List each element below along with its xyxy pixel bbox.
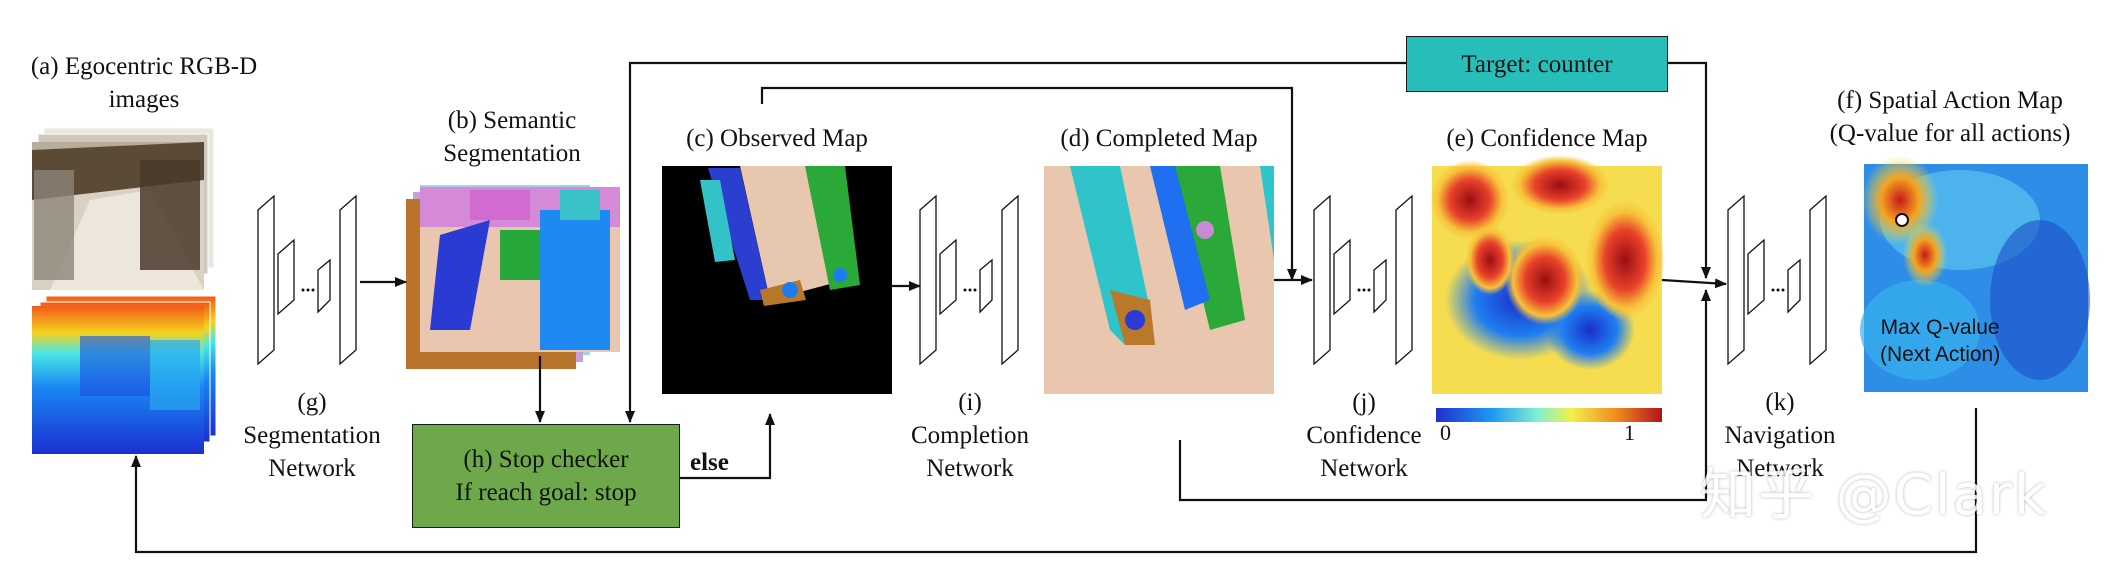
panel-a-label: (a) Egocentric RGB-D images: [24, 50, 264, 116]
navigation-network-glyph: [1727, 194, 1827, 366]
network-k-label: (k) Navigation Network: [1680, 386, 1880, 485]
arrow-target-to-navigation: [1668, 61, 1711, 279]
scale-min-label: 0: [1440, 420, 1451, 445]
network-j-line2: Confidence: [1306, 422, 1422, 449]
scale-max-label: 1: [1624, 420, 1635, 445]
network-j-line3: Network: [1320, 455, 1408, 482]
panel-e-label: (e) Confidence Map: [1446, 125, 1648, 152]
network-g-line3: Network: [268, 455, 356, 482]
panel-f-line2: (Q-value for all actions): [1829, 120, 2071, 147]
network-k-line2: Navigation: [1724, 422, 1836, 449]
arrow-else-to-observed: [680, 413, 775, 480]
stop-checker-line1: (h) Stop checker: [463, 446, 629, 473]
panel-b-line2: Segmentation: [443, 140, 581, 167]
network-j-label: (j) Confidence Network: [1264, 386, 1464, 485]
network-k-line1: (k): [1765, 389, 1795, 416]
max-q-label: Max Q-value (Next Action): [1880, 314, 2000, 368]
panel-f-label: (f) Spatial Action Map (Q-value for all …: [1800, 84, 2100, 150]
completion-network-glyph: [919, 194, 1019, 366]
network-j-line1: (j): [1352, 389, 1376, 416]
arrow-completed-to-navigation: [1178, 289, 1711, 502]
target-text: Target: counter: [1461, 50, 1613, 78]
panel-b-line1: (b) Semantic: [447, 107, 577, 134]
flow-arrows: [131, 61, 1978, 554]
arrow-target-to-stop: [625, 61, 1406, 423]
else-label: else: [690, 449, 729, 476]
completed-map: [1044, 166, 1274, 394]
network-k-line3: Network: [1736, 455, 1824, 482]
network-g-line1: (g): [297, 389, 327, 416]
rgb-image-stack: [32, 127, 215, 290]
segmentation-network-glyph: [257, 194, 357, 366]
network-i-line1: (i): [958, 389, 982, 416]
panel-c-label: (c) Observed Map: [686, 125, 868, 152]
network-i-label: (i) Completion Network: [870, 386, 1070, 485]
panel-a-line2: images: [108, 86, 180, 113]
semantic-segmentation-stack: [406, 185, 620, 369]
network-g-label: (g) Segmentation Network: [212, 386, 412, 485]
arrow-confidence-to-navigation: [1661, 278, 1727, 289]
max-q-marker: [1895, 213, 1909, 227]
panel-f-line1: (f) Spatial Action Map: [1837, 87, 2063, 114]
stop-checker-box: (h) Stop checker If reach goal: stop: [412, 424, 680, 528]
confidence-network-glyph: [1313, 194, 1413, 366]
max-q-line1: Max Q-value: [1880, 316, 2000, 339]
network-g-line2: Segmentation: [243, 422, 381, 449]
spatial-action-map: [1860, 155, 2090, 392]
observed-map: [662, 166, 892, 394]
ellipsis-dots: [301, 288, 1785, 292]
stop-checker-line2: If reach goal: stop: [455, 479, 637, 506]
arrow-observed-to-confidence: [760, 86, 1297, 281]
panel-b-label: (b) Semantic Segmentation: [412, 104, 612, 170]
max-q-line2: (Next Action): [1880, 343, 2001, 366]
network-i-line3: Network: [926, 455, 1014, 482]
arrow-action-feedback: [131, 408, 1978, 554]
panel-a-line1: (a) Egocentric RGB-D: [30, 53, 258, 80]
confidence-map: [1430, 155, 1665, 422]
target-box: Target: counter: [1406, 36, 1668, 92]
network-i-line2: Completion: [910, 422, 1030, 449]
depth-image-stack: [32, 295, 217, 454]
panel-d-label: (d) Completed Map: [1060, 125, 1258, 152]
watermark: 知乎 @Clark: [1700, 463, 2049, 528]
